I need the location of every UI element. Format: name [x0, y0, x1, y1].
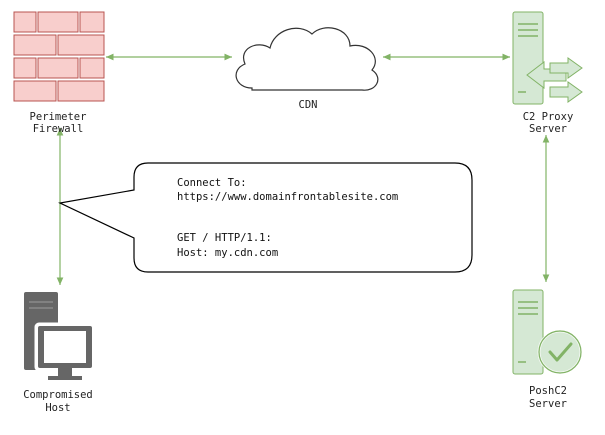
- firewall-label-line2: Firewall: [33, 123, 84, 135]
- proxy-label-line2: Server: [529, 123, 567, 135]
- proxy-label-line1: C2 Proxy: [523, 111, 574, 123]
- callout-line2: https://www.domainfrontablesite.com: [177, 191, 398, 203]
- callout-line4: Host: my.cdn.com: [177, 247, 278, 259]
- callout-line1: Connect To:: [177, 177, 247, 189]
- poshc2-label-line1: PoshC2: [529, 385, 567, 397]
- host-label-line2: Host: [45, 402, 70, 414]
- host-label-line1: Compromised: [23, 389, 93, 401]
- firewall-label-line1: Perimeter: [30, 111, 87, 123]
- workstation-icon: [24, 292, 96, 380]
- server-check-icon: [512, 289, 583, 375]
- brick-firewall-icon: [13, 11, 105, 102]
- proxy-server-icon: [512, 11, 583, 105]
- callout-line3: GET / HTTP/1.1:: [177, 232, 272, 244]
- cdn-label: CDN: [299, 99, 318, 111]
- poshc2-label-line2: Server: [529, 398, 567, 410]
- cloud-icon: [235, 27, 379, 91]
- callout-bubble: [58, 162, 473, 273]
- connectors: [56, 53, 550, 285]
